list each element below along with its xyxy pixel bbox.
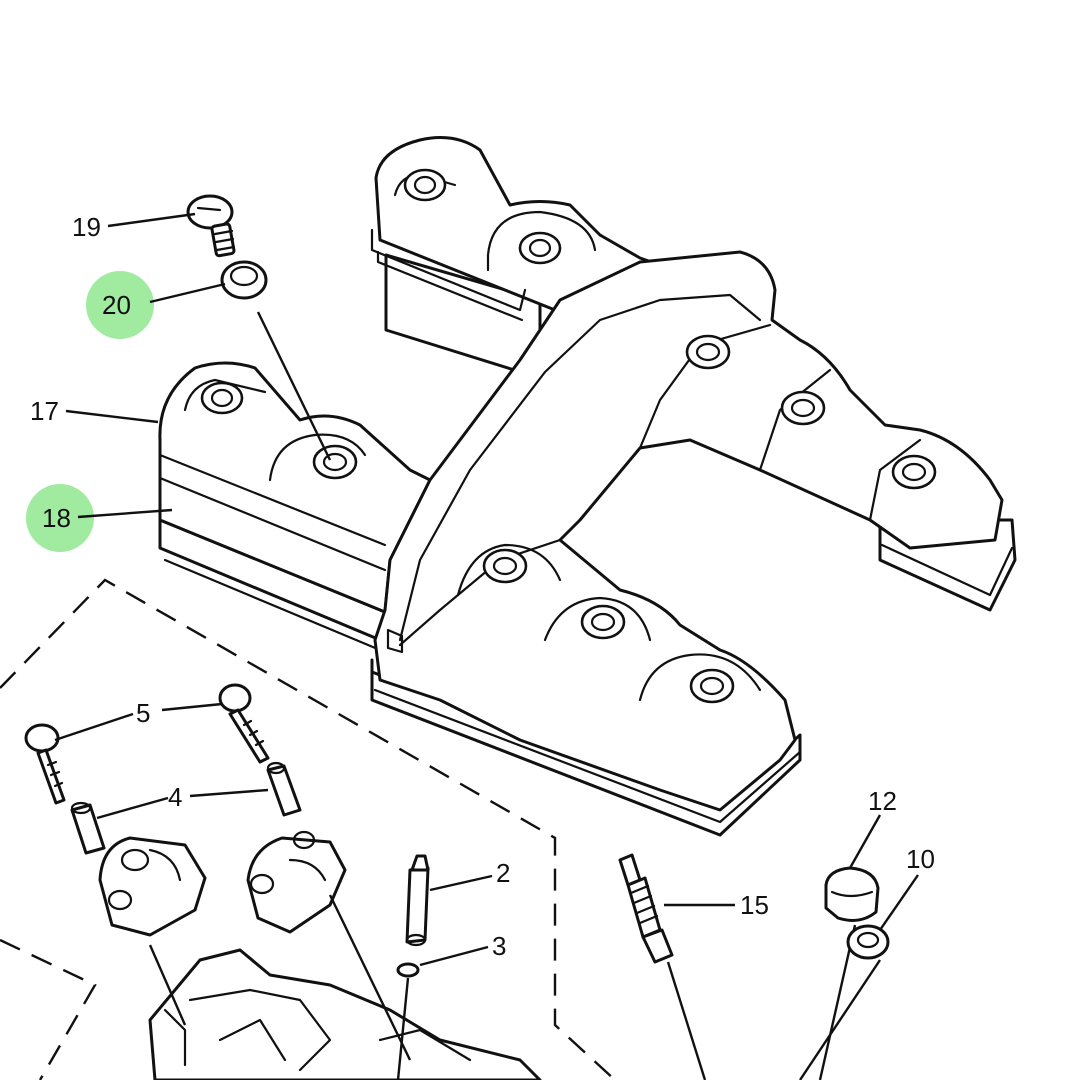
callout-20: 20 bbox=[102, 290, 131, 320]
highlight-18 bbox=[26, 484, 94, 552]
part-3 bbox=[396, 962, 420, 1080]
front-head-cover-17 bbox=[158, 361, 432, 652]
bolt-19 bbox=[186, 194, 236, 258]
dowel-pin-4-right bbox=[266, 761, 302, 817]
callout-12: 12 bbox=[868, 786, 897, 816]
camshaft-cap-right bbox=[246, 830, 347, 934]
callout-2: 2 bbox=[496, 858, 510, 888]
camshaft-cap-left bbox=[98, 836, 207, 937]
callout-3: 3 bbox=[492, 931, 506, 961]
callout-labels: 19 20 17 18 5 4 2 3 15 12 10 bbox=[30, 212, 935, 961]
callout-5: 5 bbox=[136, 698, 150, 728]
washer-20 bbox=[220, 260, 332, 461]
rear-head-cover bbox=[370, 136, 662, 380]
cylinder-head-bottom bbox=[148, 894, 542, 1080]
callout-19: 19 bbox=[72, 212, 101, 242]
spark-plug-15 bbox=[618, 853, 707, 1080]
callout-17: 17 bbox=[30, 396, 59, 426]
dowel-pin-4-left bbox=[70, 801, 106, 855]
subassembly-dashed-outline bbox=[0, 578, 616, 1080]
bolt-5-right bbox=[218, 683, 270, 764]
callout-15: 15 bbox=[740, 890, 769, 920]
center-h-cover bbox=[370, 250, 1017, 837]
highlight-20 bbox=[86, 271, 154, 339]
bolt-5-left bbox=[24, 723, 66, 805]
leader-lines bbox=[54, 212, 919, 967]
callout-4: 4 bbox=[168, 782, 182, 812]
callout-10: 10 bbox=[906, 844, 935, 874]
callout-18: 18 bbox=[42, 503, 71, 533]
washer-10 bbox=[799, 924, 890, 1080]
cap-12 bbox=[818, 866, 880, 1080]
part-2 bbox=[405, 854, 430, 947]
